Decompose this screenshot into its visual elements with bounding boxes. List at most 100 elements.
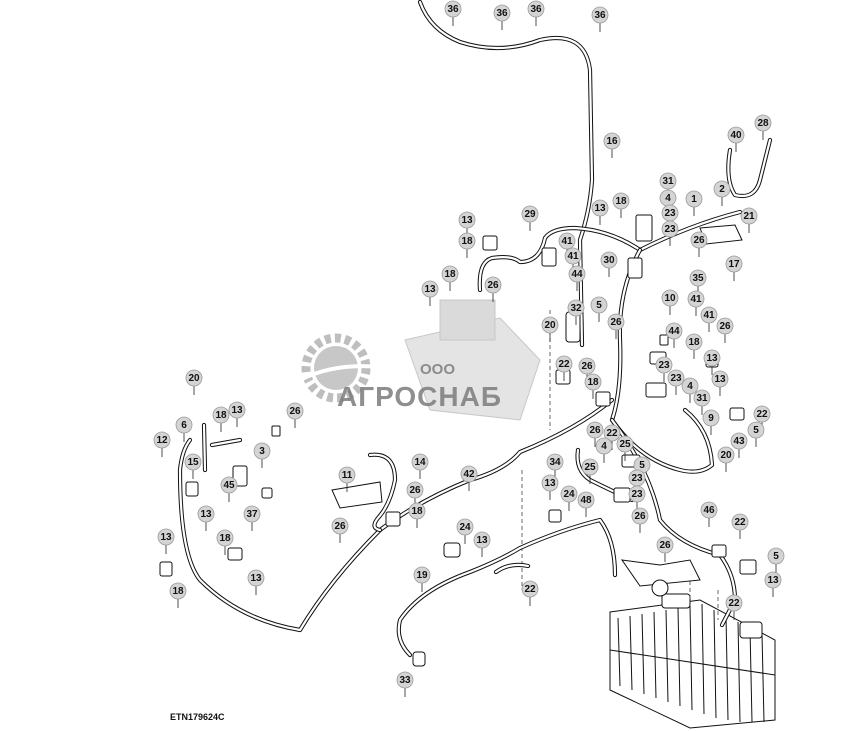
callout-number: 22 xyxy=(734,517,746,528)
callout-number: 13 xyxy=(714,374,726,385)
callout-balloon xyxy=(444,0,462,18)
callout-balloon xyxy=(661,289,679,307)
callout-3: 3 xyxy=(253,442,271,468)
callout-number: 14 xyxy=(414,457,426,468)
callout-1: 1 xyxy=(685,190,703,216)
callout-number: 26 xyxy=(289,406,301,417)
callout-number: 26 xyxy=(334,521,346,532)
callout-28: 28 xyxy=(754,114,772,140)
callout-balloon xyxy=(521,580,539,598)
callout-18: 18 xyxy=(612,192,630,218)
callout-23: 23 xyxy=(667,369,685,395)
callout-balloon xyxy=(628,485,646,503)
callout-balloon xyxy=(197,505,215,523)
callout-41: 41 xyxy=(558,232,576,258)
callout-number: 46 xyxy=(703,505,715,516)
callout-22: 22 xyxy=(603,424,621,450)
callout-13: 13 xyxy=(591,199,609,225)
callout-15: 15 xyxy=(184,453,202,479)
callout-number: 26 xyxy=(610,317,622,328)
hose-14 xyxy=(367,452,398,533)
callout-number: 11 xyxy=(342,470,353,481)
callout-36: 36 xyxy=(591,6,609,32)
watermark-logo xyxy=(299,299,541,421)
callout-number: 21 xyxy=(743,211,755,222)
callout-20: 20 xyxy=(717,446,735,472)
callout-number: 23 xyxy=(631,489,643,500)
callout-number: 13 xyxy=(706,353,718,364)
callout-balloon xyxy=(541,474,559,492)
callout-number: 29 xyxy=(524,209,536,220)
callout-26: 26 xyxy=(631,507,649,533)
callout-18: 18 xyxy=(458,232,476,258)
callout-number: 4 xyxy=(665,193,671,204)
callout-balloon xyxy=(600,251,618,269)
callout-number: 23 xyxy=(664,208,676,219)
callout-balloon xyxy=(590,296,608,314)
callout-24: 24 xyxy=(560,485,578,511)
callout-balloon xyxy=(740,207,758,225)
callout-balloon xyxy=(338,466,356,484)
callout-balloon xyxy=(493,4,511,22)
callout-balloon xyxy=(681,377,699,395)
callout-balloon xyxy=(555,355,573,373)
callout-number: 1 xyxy=(691,194,697,205)
hose-40 xyxy=(726,137,773,199)
callout-5: 5 xyxy=(747,421,765,447)
callout-balloon xyxy=(764,571,782,589)
callout-balloon xyxy=(521,205,539,223)
callout-number: 33 xyxy=(399,675,411,686)
callout-number: 19 xyxy=(416,570,428,581)
callout-balloon xyxy=(700,501,718,519)
callout-18: 18 xyxy=(441,265,459,291)
callout-13: 13 xyxy=(157,528,175,554)
callout-13: 13 xyxy=(703,349,721,375)
callout-number: 25 xyxy=(619,439,631,450)
callout-42: 42 xyxy=(460,465,478,491)
callout-number: 5 xyxy=(596,300,602,311)
callout-number: 36 xyxy=(447,4,459,15)
callout-balloon xyxy=(411,453,429,471)
callout-36: 36 xyxy=(527,0,545,26)
callout-34: 34 xyxy=(546,453,564,479)
callout-number: 18 xyxy=(172,586,184,597)
callout-9: 9 xyxy=(702,409,720,435)
callout-balloon xyxy=(656,536,674,554)
callout-number: 18 xyxy=(461,236,473,247)
callout-number: 5 xyxy=(753,425,759,436)
callout-number: 37 xyxy=(246,509,258,520)
callout-number: 36 xyxy=(594,10,606,21)
callout-balloon xyxy=(659,172,677,190)
callout-13: 13 xyxy=(421,280,439,306)
callout-number: 35 xyxy=(692,273,704,284)
callout-26: 26 xyxy=(406,481,424,507)
callout-26: 26 xyxy=(656,536,674,562)
radiator-core xyxy=(609,593,776,729)
callout-13: 13 xyxy=(541,474,559,500)
callout-6: 6 xyxy=(175,416,193,442)
callout-balloon xyxy=(591,199,609,217)
callout-balloon xyxy=(441,265,459,283)
callout-number: 40 xyxy=(730,130,742,141)
callout-41: 41 xyxy=(700,306,718,332)
callout-balloon xyxy=(689,269,707,287)
callout-number: 22 xyxy=(524,584,536,595)
callout-number: 26 xyxy=(487,280,499,291)
callout-balloon xyxy=(408,502,426,520)
callout-36: 36 xyxy=(493,4,511,30)
callout-balloon xyxy=(661,220,679,238)
callout-number: 23 xyxy=(658,360,670,371)
callout-36: 36 xyxy=(444,0,462,26)
callout-number: 4 xyxy=(601,441,607,452)
callout-13: 13 xyxy=(197,505,215,531)
callout-14: 14 xyxy=(411,453,429,479)
callout-balloon xyxy=(169,582,187,600)
callout-25: 25 xyxy=(616,435,634,461)
callout-balloon xyxy=(456,518,474,536)
callout-balloon xyxy=(725,594,743,612)
callout-number: 20 xyxy=(544,320,556,331)
callout-number: 31 xyxy=(696,393,708,404)
callout-22: 22 xyxy=(521,580,539,606)
callout-balloon xyxy=(413,566,431,584)
